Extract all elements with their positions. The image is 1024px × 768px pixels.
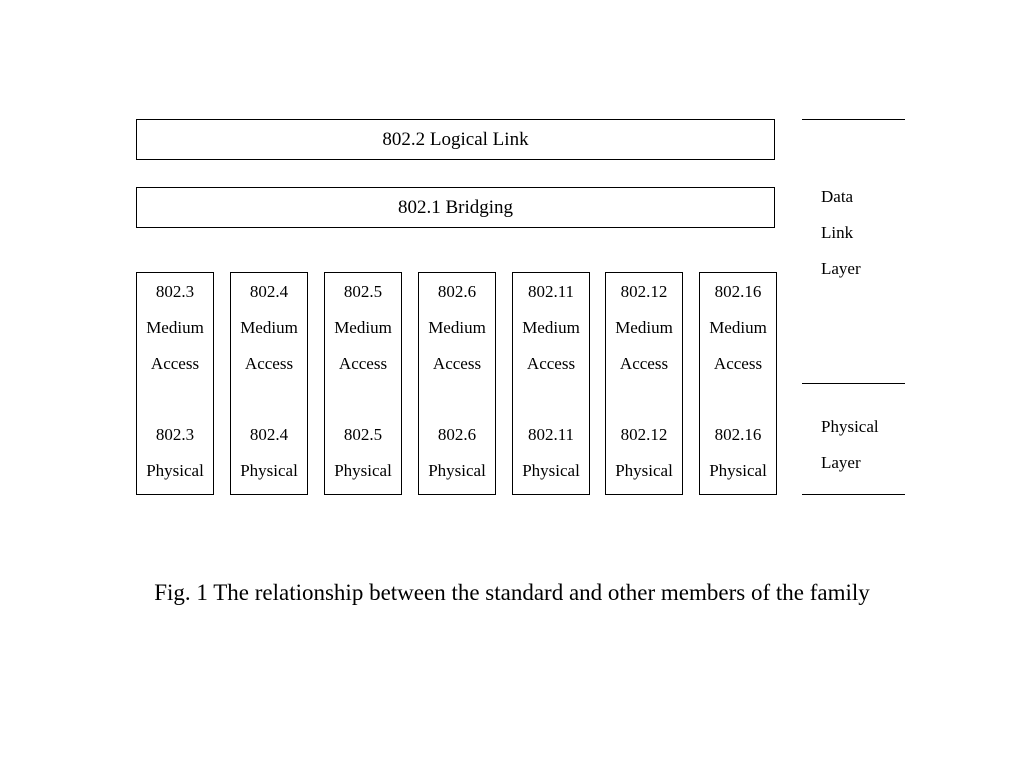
data-link-top-rule (802, 119, 905, 120)
figure-caption: Fig. 1 The relationship between the stan… (154, 580, 870, 605)
phy-standard-label: 802.11 (527, 425, 575, 444)
phy-standard-label: 802.16 (714, 425, 762, 444)
mac-standard-label: 802.6 (437, 282, 477, 301)
mac-medium-label: Medium (522, 318, 580, 337)
logical-link-box: 802.2 Logical Link (136, 119, 775, 160)
logical-link-label: 802.2 Logical Link (382, 128, 529, 150)
physical-label-line-2: Layer (821, 453, 861, 472)
mac-standard-label: 802.3 (155, 282, 195, 301)
mac-medium-label: Medium (615, 318, 673, 337)
mac-access-label: Access (432, 354, 482, 373)
mac-medium-label: Medium (146, 318, 204, 337)
phy-standard-label: 802.3 (155, 425, 195, 444)
physical-label-line-1: Physical (821, 417, 879, 436)
standard-column-802-5: 802.5 Medium Access 802.5 Physical (324, 272, 402, 495)
data-link-label-line-1: Data (821, 187, 854, 206)
phy-label: Physical (522, 461, 580, 480)
standard-column-802-12: 802.12 Medium Access 802.12 Physical (605, 272, 683, 495)
phy-standard-label: 802.5 (343, 425, 383, 444)
mac-access-label: Access (244, 354, 294, 373)
mac-access-label: Access (713, 354, 763, 373)
standard-column-802-16: 802.16 Medium Access 802.16 Physical (699, 272, 777, 495)
standard-column-802-4: 802.4 Medium Access 802.4 Physical (230, 272, 308, 495)
mac-standard-label: 802.11 (527, 282, 575, 301)
phy-label: Physical (428, 461, 486, 480)
standard-column-802-3: 802.3 Medium Access 802.3 Physical (136, 272, 214, 495)
mac-standard-label: 802.4 (249, 282, 289, 301)
phy-standard-label: 802.12 (620, 425, 668, 444)
layer-divider-rule (802, 383, 905, 384)
mac-access-label: Access (338, 354, 388, 373)
data-link-label-line-2: Link (821, 223, 854, 242)
mac-access-label: Access (526, 354, 576, 373)
phy-standard-label: 802.4 (249, 425, 289, 444)
mac-medium-label: Medium (709, 318, 767, 337)
mac-medium-label: Medium (428, 318, 486, 337)
bridging-label: 802.1 Bridging (397, 196, 514, 218)
phy-label: Physical (709, 461, 767, 480)
phy-standard-label: 802.6 (437, 425, 477, 444)
phy-label: Physical (615, 461, 673, 480)
mac-medium-label: Medium (334, 318, 392, 337)
physical-bottom-rule (802, 494, 905, 495)
phy-label: Physical (334, 461, 392, 480)
standard-column-802-11: 802.11 Medium Access 802.11 Physical (512, 272, 590, 495)
bridging-box: 802.1 Bridging (136, 187, 775, 228)
mac-standard-label: 802.12 (620, 282, 668, 301)
mac-standard-label: 802.16 (714, 282, 762, 301)
standard-column-802-6: 802.6 Medium Access 802.6 Physical (418, 272, 496, 495)
phy-label: Physical (146, 461, 204, 480)
data-link-label-line-3: Layer (821, 259, 861, 278)
mac-access-label: Access (150, 354, 200, 373)
phy-label: Physical (240, 461, 298, 480)
mac-standard-label: 802.5 (343, 282, 383, 301)
mac-medium-label: Medium (240, 318, 298, 337)
mac-access-label: Access (619, 354, 669, 373)
